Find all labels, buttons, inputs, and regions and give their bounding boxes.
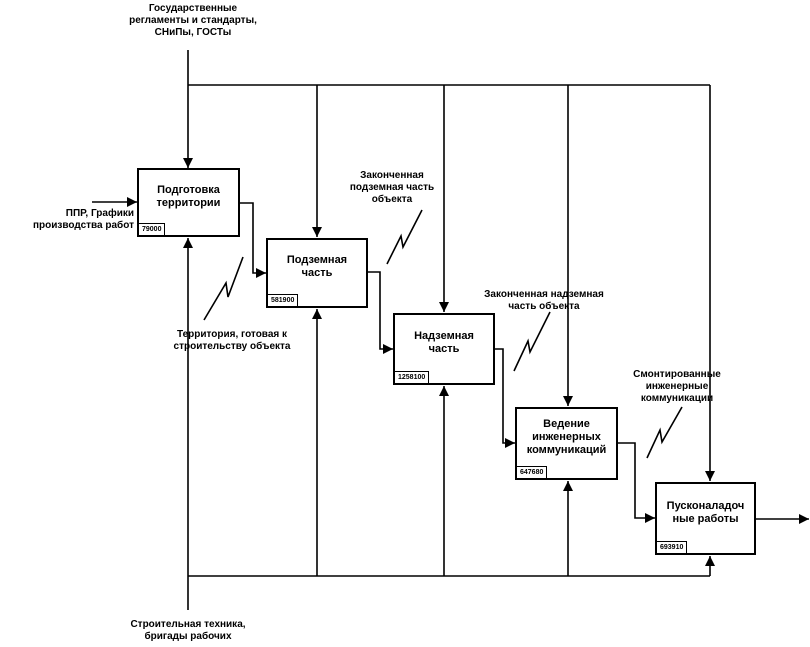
output-label-territory: Территория, готовая к строительству объе…: [173, 329, 291, 352]
mechanism-label: Строительная техника, бригады рабочих: [130, 619, 246, 642]
activity-cost: 693910: [657, 541, 688, 553]
flow-underground-aboveground: [368, 271, 393, 354]
flow-aboveground-communications: [495, 348, 515, 448]
output-label-aboveground: Законченная надземная часть объекта: [484, 289, 604, 312]
activity-title: Пусконаладоч ные работы: [666, 499, 745, 525]
activity-box-aboveground[interactable]: Надземная часть 1258100: [393, 313, 495, 385]
activity-box-commissioning[interactable]: Пусконаладоч ные работы 693910: [655, 482, 756, 555]
activity-title: Подготовка территории: [156, 183, 221, 209]
activity-box-underground[interactable]: Подземная часть 581900: [266, 238, 368, 308]
activity-cost: 581900: [268, 294, 299, 306]
flow-communications-commissioning: [618, 442, 655, 523]
activity-title: Ведение инженерных коммуникаций: [526, 418, 607, 456]
activity-cost: 1258100: [395, 371, 430, 383]
squiggle-underground: [386, 209, 423, 265]
activity-box-communications[interactable]: Ведение инженерных коммуникаций 647680: [515, 407, 618, 480]
activity-cost: 647680: [517, 466, 548, 478]
activity-title: Надземная часть: [414, 330, 474, 355]
squiggle-territory: [203, 256, 244, 321]
input-label: ППР, Графики производства работ: [32, 208, 134, 231]
activity-title: Подземная часть: [286, 254, 348, 279]
control-label: Государственные регламенты и стандарты, …: [129, 3, 257, 38]
activity-cost: 79000: [139, 223, 166, 235]
squiggle-aboveground: [513, 311, 551, 372]
output-label-underground: Законченная подземная часть объекта: [349, 170, 435, 205]
activity-box-territory[interactable]: Подготовка территории 79000: [137, 168, 240, 237]
output-label-communications: Смонтированные инженерные коммуникации: [633, 369, 721, 404]
flow-territory-underground: [240, 202, 266, 278]
squiggle-communications: [646, 406, 683, 459]
